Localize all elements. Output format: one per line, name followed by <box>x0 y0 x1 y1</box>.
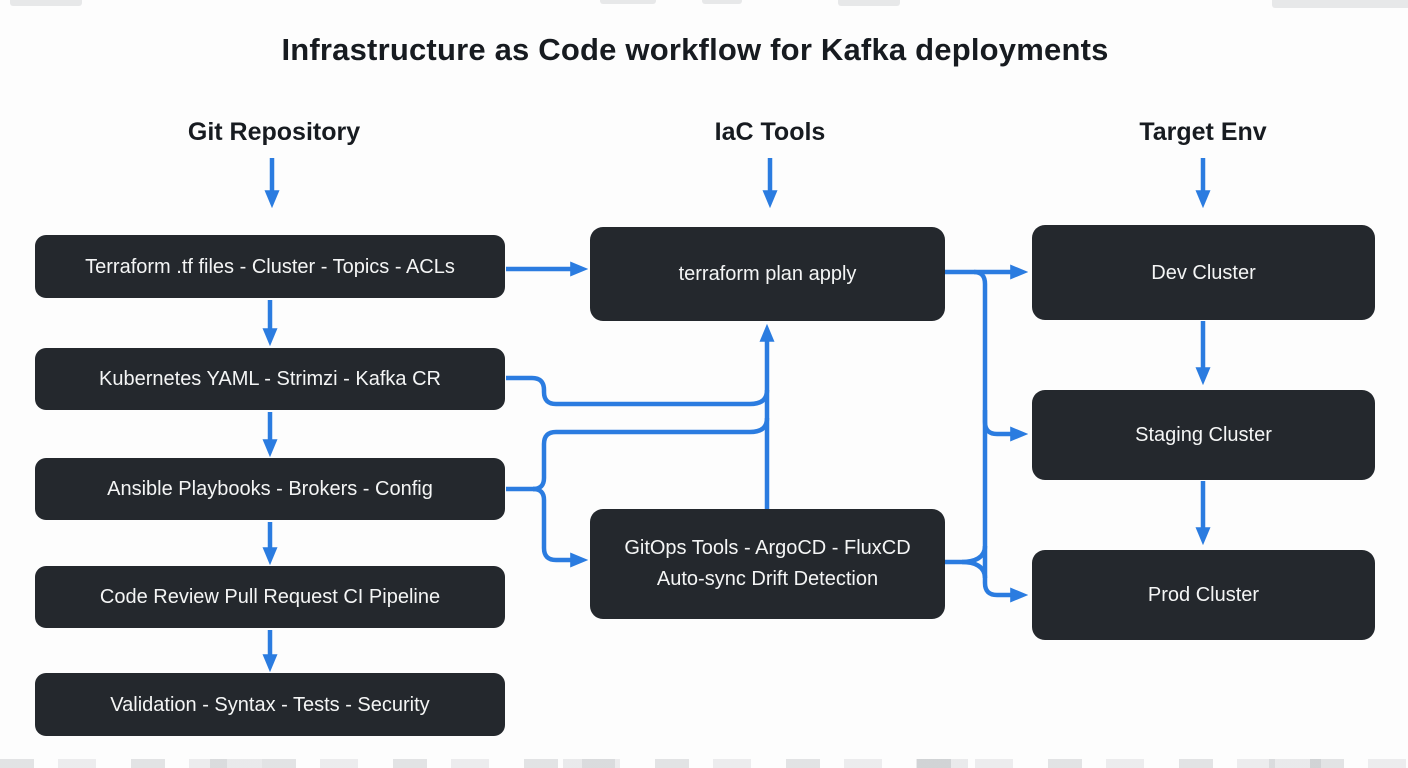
node-label: Code Review Pull Request CI Pipeline <box>99 586 441 608</box>
node-label-line2: Auto-sync Drift Detection <box>656 568 879 590</box>
node-label: Staging Cluster <box>1135 424 1272 446</box>
node-code-review-ci: Code Review Pull Request CI Pipeline <box>35 566 505 628</box>
node-label: Ansible Playbooks - Brokers - Config <box>107 478 433 500</box>
node-label-line1: GitOps Tools - ArgoCD - FluxCD <box>624 537 911 559</box>
top-edge-artifact <box>10 0 82 6</box>
top-edge-artifact <box>838 0 900 6</box>
column-header-target-env: Target Env <box>1139 118 1267 146</box>
node-staging-cluster: Staging Cluster <box>1032 390 1375 480</box>
node-terraform-plan-apply: terraform plan apply <box>590 227 945 321</box>
node-gitops-tools: GitOps Tools - ArgoCD - FluxCD Auto-sync… <box>590 509 945 619</box>
node-label: Kubernetes YAML - Strimzi - Kafka CR <box>99 368 441 390</box>
node-terraform-tf-files: Terraform .tf files - Cluster - Topics -… <box>35 235 505 298</box>
column-header-iac-tools: IaC Tools <box>714 118 826 146</box>
node-label: Terraform .tf files - Cluster - Topics -… <box>85 255 455 278</box>
page-title: Infrastructure as Code workflow for Kafk… <box>281 32 1109 67</box>
node-dev-cluster: Dev Cluster <box>1032 225 1375 320</box>
bottom-edge-artifact <box>0 759 1408 768</box>
node-label: Prod Cluster <box>1147 584 1260 606</box>
column-header-git-repository: Git Repository <box>187 118 361 146</box>
node-prod-cluster: Prod Cluster <box>1032 550 1375 640</box>
node-kubernetes-yaml: Kubernetes YAML - Strimzi - Kafka CR <box>35 348 505 410</box>
top-edge-artifact <box>600 0 656 4</box>
node-ansible-playbooks: Ansible Playbooks - Brokers - Config <box>35 458 505 520</box>
node-label: terraform plan apply <box>678 263 857 285</box>
top-edge-artifact <box>702 0 742 4</box>
node-validation: Validation - Syntax - Tests - Security <box>35 673 505 736</box>
node-label: Dev Cluster <box>1151 261 1256 284</box>
top-edge-artifact <box>1272 0 1408 8</box>
node-label: Validation - Syntax - Tests - Security <box>110 693 430 716</box>
